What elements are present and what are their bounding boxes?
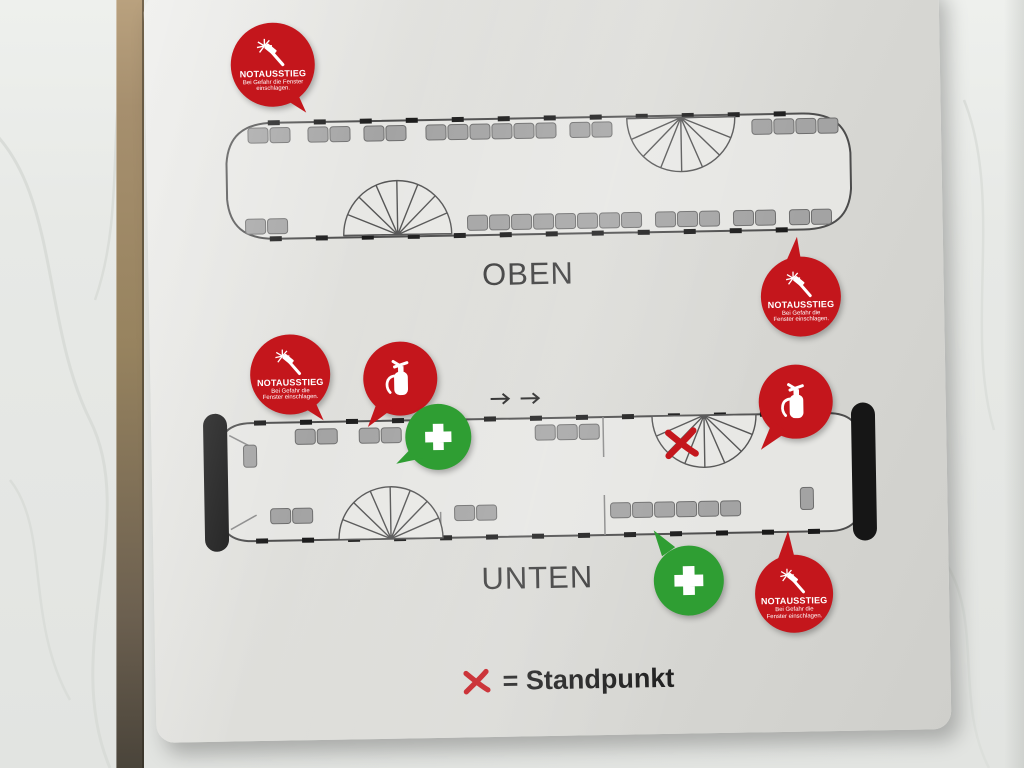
front-bumper <box>203 413 230 552</box>
emergency-exit-badge-upper-left: NOTAUSSTIEG Bei Gefahr die Fenster einsc… <box>230 22 316 119</box>
badge-subtitle: Bei Gefahr die Fenster einschlagen. <box>766 606 823 620</box>
fire-extinguisher-badge-left <box>360 340 438 433</box>
lower-deck-seats <box>242 423 815 525</box>
legend: = Standpunkt <box>460 662 675 698</box>
upper-deck-staircase-left <box>343 179 453 237</box>
fire-extinguisher-icon <box>781 383 804 419</box>
badge-title: NOTAUSSTIEG <box>767 298 835 310</box>
first-aid-cross-icon <box>425 423 452 451</box>
badge-subtitle: Bei Gefahr die Fenster einschlagen. <box>262 387 319 401</box>
wall-edge-shading <box>1004 0 1024 768</box>
rear-bumper <box>850 402 877 541</box>
driver-seat-rear <box>799 486 815 511</box>
legend-text: = Standpunkt <box>502 662 675 696</box>
lower-deck-staircase-left <box>338 486 444 541</box>
emergency-exit-badge-lower-right: NOTAUSSTIEG Bei Gefahr die Fenster einsc… <box>754 530 834 634</box>
hammer-window-icon <box>256 38 285 66</box>
fire-extinguisher-badge-right <box>753 364 834 456</box>
hammer-window-icon <box>779 568 805 594</box>
first-aid-cross-icon <box>674 566 704 596</box>
lower-deck-staircase-right <box>651 413 757 468</box>
first-aid-badge-bottom <box>647 525 725 617</box>
lower-deck-floorplan <box>203 392 877 552</box>
driver-seat-front <box>242 444 258 468</box>
first-aid-badge-left <box>392 403 472 471</box>
badge-subtitle: Bei Gefahr die Fenster einschlagen. <box>242 78 304 93</box>
emergency-exit-badge-upper-right: NOTAUSSTIEG Bei Gefahr die Fenster einsc… <box>760 235 842 338</box>
standpunkt-marker <box>665 427 699 460</box>
hammer-window-icon <box>785 271 812 297</box>
x-mark-icon <box>463 668 491 695</box>
fire-extinguisher-icon <box>385 359 409 396</box>
badge-pointer <box>784 235 806 268</box>
badge-title: NOTAUSSTIEG <box>760 595 828 607</box>
evacuation-sign-panel: NOTAUSSTIEG Bei Gefahr die Fenster einsc… <box>143 0 952 743</box>
badge-subtitle: Bei Gefahr die Fenster einschlagen. <box>773 309 830 324</box>
badge-title: NOTAUSSTIEG <box>256 376 324 388</box>
upper-deck-floorplan <box>225 110 853 242</box>
badge-title: NOTAUSSTIEG <box>239 67 307 80</box>
x-mark-icon <box>665 427 699 460</box>
emergency-exit-badge-lower-left: NOTAUSSTIEG Bei Gefahr die Fenster einsc… <box>249 333 331 427</box>
upper-deck-staircase-right <box>626 115 736 173</box>
hammer-window-icon <box>275 349 301 375</box>
badge-pointer <box>777 530 798 562</box>
exit-arrows <box>490 392 541 405</box>
wall-trim-strip <box>116 0 144 768</box>
